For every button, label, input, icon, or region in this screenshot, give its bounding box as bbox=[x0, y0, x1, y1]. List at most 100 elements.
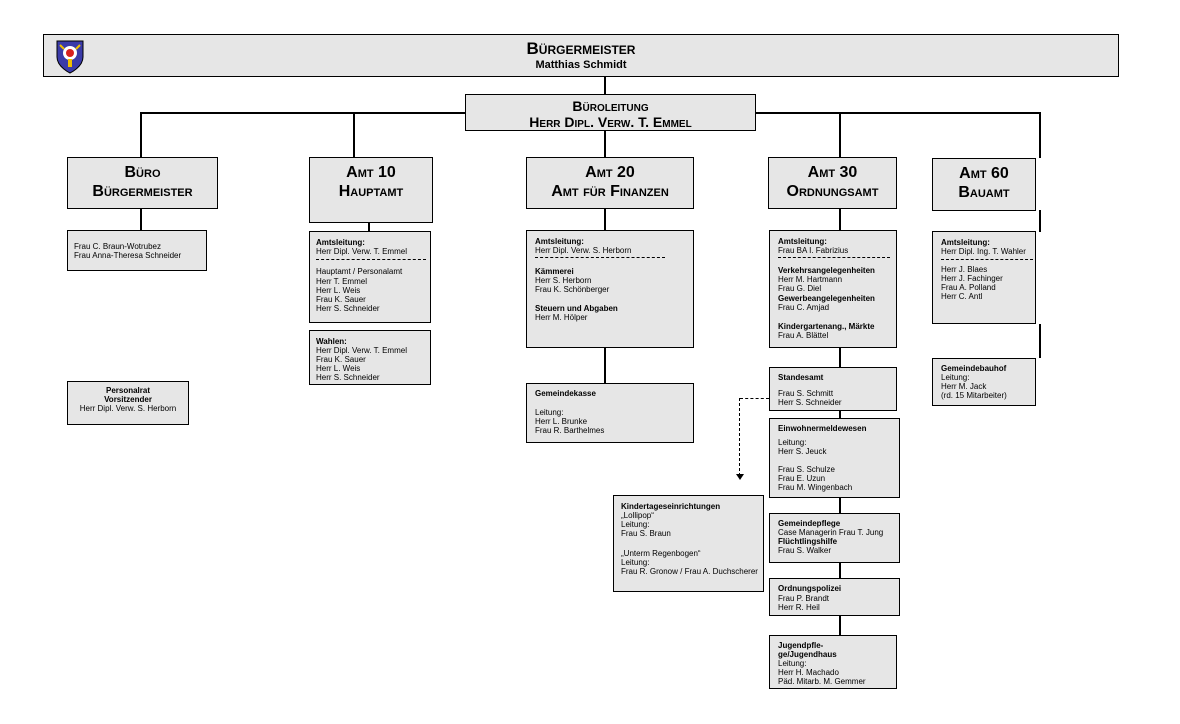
staff-name: Frau R. Barthelmes bbox=[535, 426, 605, 435]
buergermeister-name: Matthias Schmidt bbox=[535, 59, 627, 71]
dept-amt30-box: Amt 30 Ordnungsamt bbox=[768, 157, 897, 209]
verkehr-title: Verkehrsangelegenheiten bbox=[778, 266, 875, 275]
staff-name: Herr L. Brunke bbox=[535, 417, 588, 426]
dept-amt20-line1: Amt 20 bbox=[585, 164, 635, 181]
gemeindepflege-box: Gemeindepflege Case Managerin Frau T. Ju… bbox=[769, 513, 900, 563]
dashed-connector-horizontal bbox=[740, 398, 769, 399]
personalrat-subtitle: Vorsitzender bbox=[104, 395, 152, 404]
dept-amt60-box: Amt 60 Bauamt bbox=[932, 158, 1036, 211]
kita-box: Kindertageseinrichtungen „Lollipop“ Leit… bbox=[613, 495, 764, 592]
coat-of-arms-icon bbox=[56, 40, 84, 74]
staff-name: Herr L. Weis bbox=[316, 364, 361, 373]
dept-amt10-box: Amt 10 Hauptamt bbox=[309, 157, 433, 223]
dept-buero-line1: Büro bbox=[124, 164, 161, 181]
gemeindekasse-lead-label: Leitung: bbox=[535, 408, 564, 417]
kita-1-lead-label: Leitung: bbox=[621, 520, 650, 529]
amt20-lead-name: Herr Dipl. Verw. S. Herborn bbox=[535, 246, 632, 255]
connector-amt10-vertical bbox=[353, 112, 355, 157]
connector-amt20-vertical bbox=[604, 130, 606, 157]
gemeindekasse-box: Gemeindekasse Leitung: Herr L. Brunke Fr… bbox=[526, 383, 694, 443]
staff-name: Herr S. Schneider bbox=[778, 398, 842, 407]
staff-name: Frau E. Uzun bbox=[778, 474, 826, 483]
kaemmerei-title: Kämmerei bbox=[535, 267, 574, 276]
divider bbox=[941, 259, 1033, 260]
bauhof-lead-label: Leitung: bbox=[941, 373, 970, 382]
dept-amt60-line1: Amt 60 bbox=[959, 165, 1009, 182]
bauhof-box: Gemeindebauhof Leitung: Herr M. Jack (rd… bbox=[932, 358, 1036, 406]
steuern-title: Steuern und Abgaben bbox=[535, 304, 618, 313]
bauhof-note: (rd. 15 Mitarbeiter) bbox=[941, 391, 1007, 400]
amt20-staff-box: Amtsleitung: Herr Dipl. Verw. S. Herborn… bbox=[526, 230, 694, 348]
gemeindepflege-title: Gemeindepflege bbox=[778, 519, 841, 528]
staff-name: Herr T. Emmel bbox=[316, 277, 367, 286]
dashed-connector-vertical bbox=[739, 398, 740, 476]
connector-amt10-box1 bbox=[368, 222, 370, 231]
personalrat-name: Herr Dipl. Verw. S. Herborn bbox=[79, 404, 177, 413]
fluechtlingshilfe-title: Flüchtlingshilfe bbox=[778, 537, 838, 546]
dept-amt30-line2: Ordnungsamt bbox=[786, 183, 879, 200]
kita-1-name: „Lollipop“ bbox=[621, 511, 654, 520]
dept-buero-box: Büro Bürgermeister bbox=[67, 157, 218, 209]
dept-amt20-box: Amt 20 Amt für Finanzen bbox=[526, 157, 694, 209]
personalrat-title: Personalrat bbox=[105, 386, 151, 395]
staff-name: Herr S. Schneider bbox=[316, 304, 380, 313]
staff-name: Frau G. Diel bbox=[778, 284, 822, 293]
dashed-arrow-head bbox=[736, 474, 744, 480]
connector-buero-staff bbox=[140, 208, 142, 230]
jugend-title2: ge/Jugendhaus bbox=[778, 650, 837, 659]
buergermeister-box: Bürgermeister Matthias Schmidt bbox=[43, 34, 1119, 77]
einwohner-box: Einwohnermeldewesen Leitung: Herr S. Jeu… bbox=[769, 418, 900, 498]
amt10-staff-box: Amtsleitung: Herr Dipl. Verw. T. Emmel H… bbox=[309, 231, 431, 323]
amt30-staff-box: Amtsleitung: Frau BA I. Fabrizius Verkeh… bbox=[769, 230, 897, 348]
dept-amt30-line1: Amt 30 bbox=[807, 164, 858, 181]
staff-name: Herr L. Weis bbox=[316, 286, 361, 295]
fluechtlingshilfe-line: Frau S. Walker bbox=[778, 546, 832, 555]
bauhof-title: Gemeindebauhof bbox=[941, 364, 1007, 373]
staff-name: Frau S. Schmitt bbox=[778, 389, 834, 398]
connector-bueroleitung-horizontal-right bbox=[755, 112, 1040, 114]
staff-name: Frau C. Braun-Wotrubez bbox=[74, 242, 161, 251]
wahlen-label: Wahlen: bbox=[316, 337, 347, 346]
ordnungspolizei-title: Ordnungspolizei bbox=[778, 584, 842, 593]
staff-name: Frau A. Polland bbox=[941, 283, 996, 292]
jugend-title1: Jugendpfle- bbox=[778, 641, 824, 650]
connector-amt20-box1 bbox=[604, 208, 606, 230]
staff-name: Frau S. Schulze bbox=[778, 465, 835, 474]
connector-bueroleitung-horizontal bbox=[140, 112, 466, 114]
kita-title: Kindertageseinrichtungen bbox=[621, 502, 721, 511]
einwohner-lead: Herr S. Jeuck bbox=[778, 447, 827, 456]
jugend-lead-label: Leitung: bbox=[778, 659, 807, 668]
staff-name: Frau M. Wingenbach bbox=[778, 483, 853, 492]
staff-name: Herr S. Herborn bbox=[535, 276, 592, 285]
amt10-wahlen-box: Wahlen: Herr Dipl. Verw. T. Emmel Frau K… bbox=[309, 330, 431, 385]
amt10-lead-label: Amtsleitung: bbox=[316, 238, 365, 247]
buergermeister-title: Bürgermeister bbox=[526, 39, 636, 58]
ordnungspolizei-box: Ordnungspolizei Frau P. Brandt Herr R. H… bbox=[769, 578, 900, 616]
bauhof-lead: Herr M. Jack bbox=[941, 382, 987, 391]
staff-name: Herr S. Schneider bbox=[316, 373, 380, 382]
amt10-lead-name: Herr Dipl. Verw. T. Emmel bbox=[316, 247, 407, 256]
staff-name: Herr J. Fachinger bbox=[941, 274, 1003, 283]
standesamt-box: Standesamt Frau S. Schmitt Herr S. Schne… bbox=[769, 367, 897, 411]
connector-buero-vertical bbox=[140, 112, 142, 157]
connector-amt30-vertical bbox=[839, 112, 841, 157]
staff-name: Herr J. Blaes bbox=[941, 265, 988, 274]
kindergarten-title: Kindergartenang., Märkte bbox=[778, 322, 875, 331]
dept-amt10-line2: Hauptamt bbox=[338, 183, 404, 200]
staff-name: Herr H. Machado bbox=[778, 668, 839, 677]
jugendpflege-box: Jugendpfle- ge/Jugendhaus Leitung: Herr … bbox=[769, 635, 897, 689]
kita-2-name: „Unterm Regenbogen“ bbox=[621, 549, 701, 558]
amt60-staff-box: Amtsleitung: Herr Dipl. Ing. T. Wahler H… bbox=[932, 231, 1036, 324]
amt60-lead-name: Herr Dipl. Ing. T. Wahler bbox=[941, 247, 1026, 256]
dept-amt10-line1: Amt 10 bbox=[346, 164, 396, 181]
amt60-lead-label: Amtsleitung: bbox=[941, 238, 990, 247]
dept-amt20-line2: Amt für Finanzen bbox=[551, 183, 669, 200]
connector-amt20-box2 bbox=[604, 347, 606, 383]
staff-name: Frau K. Schönberger bbox=[535, 285, 610, 294]
amt30-lead-label: Amtsleitung: bbox=[778, 237, 827, 246]
dept-buero-line2: Bürgermeister bbox=[92, 183, 193, 200]
einwohner-title: Einwohnermeldewesen bbox=[778, 424, 867, 433]
divider bbox=[535, 257, 665, 258]
amt30-lead-name: Frau BA I. Fabrizius bbox=[778, 246, 849, 255]
einwohner-lead-label: Leitung: bbox=[778, 438, 807, 447]
